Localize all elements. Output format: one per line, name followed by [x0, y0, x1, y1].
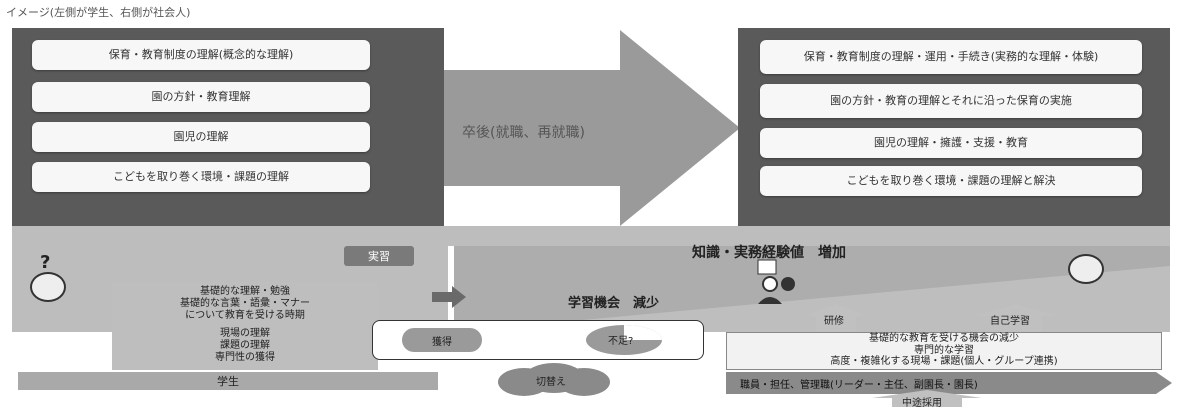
mid-career-arrow [872, 390, 982, 407]
left-box-3: 園児の理解 [32, 122, 370, 152]
training-label: 研修 [824, 316, 844, 327]
adult-face-icon [1068, 254, 1104, 284]
self-study-label: 自己学習 [990, 316, 1030, 327]
left-box-2: 園の方針・教育理解 [32, 82, 370, 112]
adult-info-box: 基礎的な教育を受ける機会の減少 専門的な学習 高度・複雑化する現場・課題(個人・… [726, 332, 1162, 370]
student-line-5: 課題の理解 [220, 340, 270, 351]
right-box-3: 園児の理解・擁護・支援・教育 [760, 128, 1142, 158]
right-box-2: 園の方針・教育の理解とそれに沿った保育の実施 [760, 84, 1142, 118]
student-info-box: 基礎的な理解・勉強 基礎的な言葉・語彙・マナー について教育を受ける時期 現場の… [112, 282, 378, 370]
transition-arrow [444, 30, 740, 226]
roles-label: 職員・担任、管理職(リーダー・主任、副園長・園長) [740, 380, 978, 391]
small-arrow-icon [432, 286, 466, 308]
acquire-pill: 獲得 [402, 328, 482, 352]
lacking-label: 不足? [608, 336, 634, 347]
people-icon [757, 259, 795, 304]
switch-cloud [498, 363, 610, 396]
self-study-arrow [974, 304, 1058, 334]
image-caption: イメージ(左側が学生、右側が社会人) [6, 6, 191, 19]
adult-line-3: 高度・複雑化する現場・課題(個人・グループ連携) [830, 356, 1058, 367]
student-line-2: 基礎的な言葉・語彙・マナー [180, 298, 310, 309]
left-box-1: 保育・教育制度の理解(概念的な理解) [32, 40, 370, 70]
lacking-pie-icon [586, 325, 662, 355]
left-box-4: こどもを取り巻く環境・課題の理解 [32, 162, 370, 192]
transition-label: 卒後(就職、再就職) [462, 125, 585, 141]
roles-bar [726, 372, 1172, 394]
training-arrow [804, 304, 868, 334]
adult-line-1: 基礎的な教育を受ける機会の減少 [869, 333, 1019, 344]
student-line-1: 基礎的な理解・勉強 [200, 286, 290, 297]
student-line-3: について教育を受ける時期 [185, 310, 305, 321]
student-line-6: 専門性の獲得 [215, 352, 275, 363]
switch-label: 切替え [536, 377, 566, 388]
question-mark: ? [40, 252, 51, 273]
mid-career-label: 中途採用 [902, 398, 942, 409]
adult-line-2: 専門的な学習 [914, 344, 974, 356]
right-box-1: 保育・教育制度の理解・運用・手続き(実務的な理解・体験) [760, 40, 1142, 74]
student-bar: 学生 [18, 372, 438, 390]
knowledge-label: 知識・実務経験値 増加 [692, 245, 846, 261]
student-line-4: 現場の理解 [220, 328, 270, 339]
student-face-icon [30, 272, 66, 302]
practicum-tag: 実習 [344, 246, 414, 266]
right-box-4: こどもを取り巻く環境・課題の理解と解決 [760, 166, 1142, 196]
learning-label: 学習機会 減少 [568, 296, 660, 311]
